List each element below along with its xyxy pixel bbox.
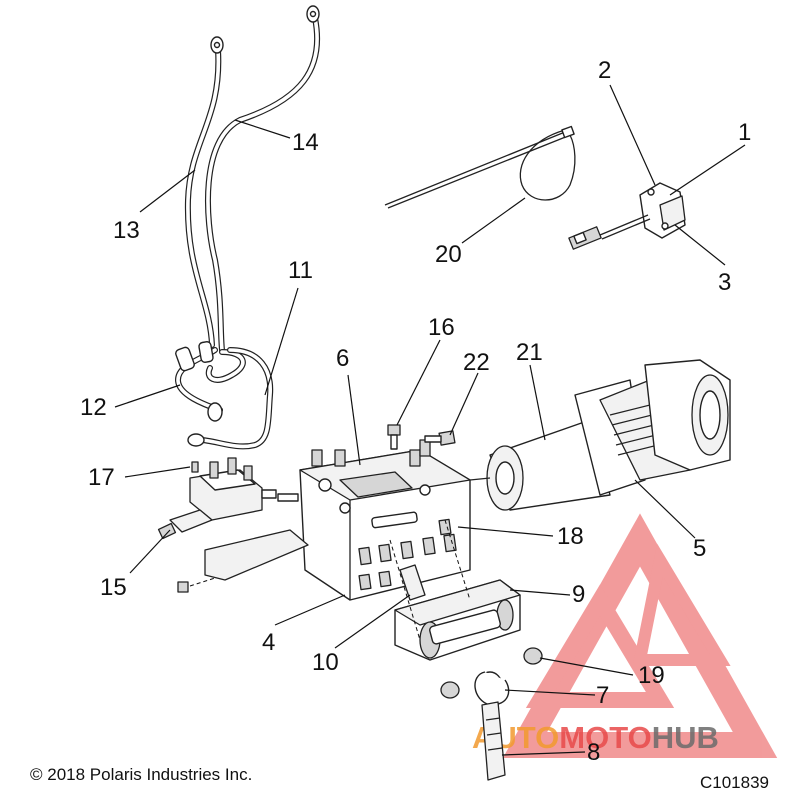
harness-3: [568, 214, 651, 250]
callout-13: 13: [113, 217, 140, 244]
cable-11: [187, 347, 274, 450]
leader-9: [509, 589, 571, 596]
cable-14: [204, 5, 321, 353]
leader-4: [274, 594, 346, 626]
callout-8: 8: [587, 739, 600, 766]
callout-17: 17: [88, 464, 115, 491]
callout-16: 16: [428, 314, 455, 341]
cable-12: [174, 341, 246, 422]
leader-11: [264, 287, 299, 396]
switch-1: [639, 182, 686, 239]
leader-15: [129, 529, 171, 574]
figure-code: C101839: [700, 773, 769, 792]
callout-6: 6: [336, 345, 349, 372]
callout-5: 5: [693, 535, 706, 562]
callout-14: 14: [292, 129, 319, 156]
callout-12: 12: [80, 394, 107, 421]
leader-5: [634, 479, 696, 539]
callout-4: 4: [262, 629, 275, 656]
leader-10: [334, 594, 411, 649]
callout-9: 9: [572, 581, 585, 608]
watermark-text-hub: HUB: [652, 720, 719, 755]
leader-13: [139, 169, 196, 213]
callout-15: 15: [100, 574, 127, 601]
watermark-text-moto: MOTO: [559, 720, 651, 755]
callout-21: 21: [516, 339, 543, 366]
nut-19: [440, 647, 543, 699]
leader-20: [461, 197, 526, 244]
leader-19: [539, 657, 634, 676]
leader-3: [674, 224, 726, 266]
cable-tie-20: [384, 125, 576, 209]
callout-2: 2: [598, 57, 611, 84]
strap-8: [481, 701, 506, 781]
callout-3: 3: [718, 269, 731, 296]
copyright-text: © 2018 Polaris Industries Inc.: [30, 765, 252, 784]
callout-11: 11: [288, 257, 313, 284]
leader-17: [124, 466, 191, 478]
bolt-left: [177, 577, 216, 593]
callout-10: 10: [312, 649, 339, 676]
leader-8: [501, 751, 586, 756]
leader-lines: [114, 84, 746, 756]
leader-14: [234, 119, 291, 139]
callout-20: 20: [435, 241, 462, 268]
bolt-15: [157, 522, 177, 540]
leader-16: [396, 339, 441, 426]
callout-18: 18: [557, 523, 584, 550]
leader-6: [347, 374, 361, 466]
leader-2: [609, 84, 656, 186]
bolt-22: [424, 430, 456, 446]
leader-1: [669, 144, 746, 196]
contactor-17: [169, 457, 299, 533]
callout-1: 1: [738, 119, 751, 146]
mount-plate-6: [204, 439, 471, 601]
callout-numbers: 1 2 3 4 5 6 7 8 9 10 11 12 13 14 15 16 1…: [80, 57, 751, 766]
bolt-16: [387, 424, 401, 450]
callout-7: 7: [596, 682, 609, 709]
callout-22: 22: [463, 349, 490, 376]
callout-19: 19: [638, 662, 665, 689]
hook-7: [474, 671, 510, 706]
winch-21: [469, 359, 731, 511]
leader-18: [457, 526, 554, 537]
cable-13: [184, 36, 224, 348]
leader-21: [529, 364, 546, 441]
leader-12: [114, 384, 181, 408]
leader-22: [449, 372, 479, 436]
leader-7: [504, 689, 596, 696]
watermark-logo: [502, 513, 778, 758]
bracket-10: [399, 564, 426, 601]
fairlead-9: [389, 519, 521, 661]
